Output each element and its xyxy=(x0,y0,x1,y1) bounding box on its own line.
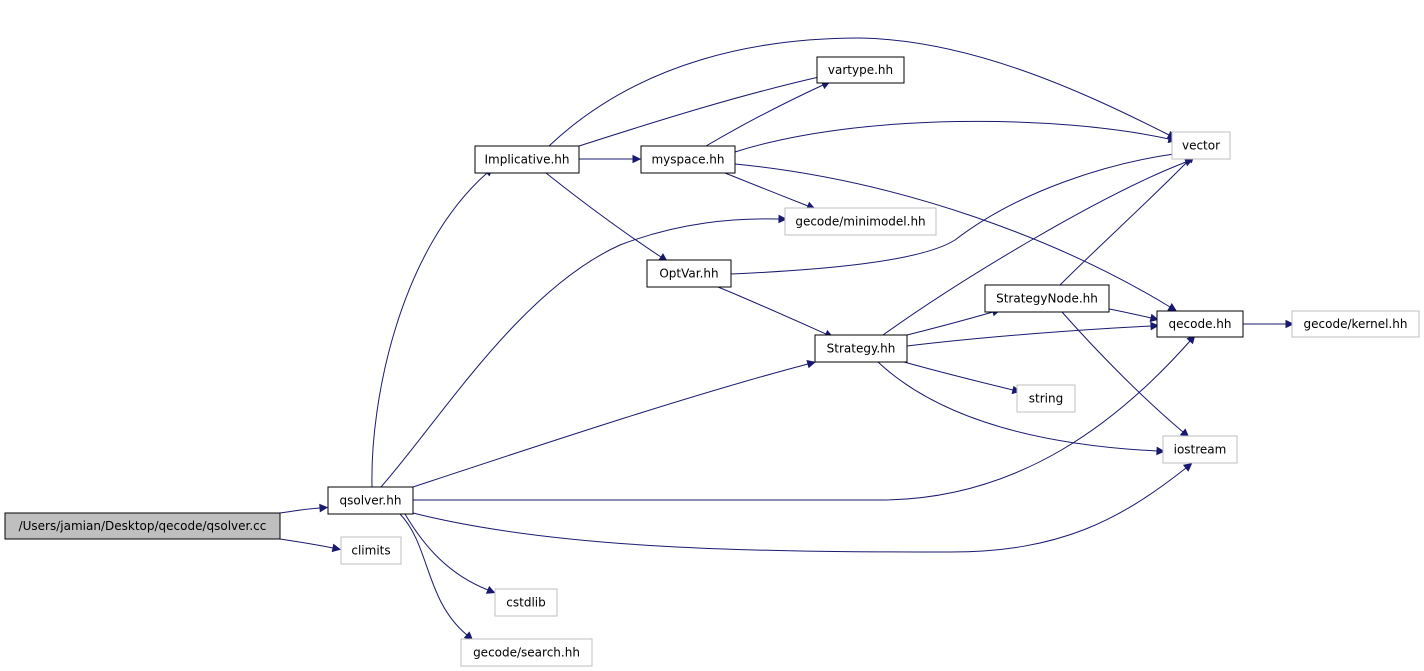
node-gecode-minimodel-label: gecode/minimodel.hh xyxy=(795,215,925,229)
node-optvar[interactable]: OptVar.hh xyxy=(646,259,732,288)
node-gecode-kernel[interactable]: gecode/kernel.hh xyxy=(1291,310,1420,338)
edge-arrowhead xyxy=(485,585,496,594)
edge-root-to-climits xyxy=(279,538,341,553)
edge-myspace-to-vector xyxy=(734,120,1177,153)
node-vector-label: vector xyxy=(1182,139,1220,153)
edge-myspace-to-vartype xyxy=(705,81,831,147)
edge-arrowhead xyxy=(319,503,329,513)
edge-arrowhead xyxy=(632,154,642,164)
edge-implicative-to-vartype xyxy=(578,72,827,147)
edge-strategy-to-iostream xyxy=(877,361,1166,456)
node-climits-label: climits xyxy=(351,544,390,558)
node-myspace[interactable]: myspace.hh xyxy=(640,145,736,174)
edge-implicative-to-optvar xyxy=(545,172,668,262)
node-myspace-label: myspace.hh xyxy=(651,153,724,167)
edge-arrowhead xyxy=(806,359,816,369)
node-qsolver-hh-label: qsolver.hh xyxy=(340,494,402,508)
node-string[interactable]: string xyxy=(1016,384,1076,413)
node-strategy-label: Strategy.hh xyxy=(827,342,896,356)
edge-root-to-qsolver xyxy=(279,503,329,514)
edge-implicative-to-myspace xyxy=(579,154,642,164)
node-iostream-label: iostream xyxy=(1174,443,1227,457)
edge-arrowhead xyxy=(331,543,341,553)
node-qecode[interactable]: qecode.hh xyxy=(1156,310,1244,338)
edge-arrowhead xyxy=(1285,319,1295,329)
edge-myspace-to-qecode xyxy=(734,163,1177,312)
node-vector[interactable]: vector xyxy=(1171,131,1231,160)
node-vartype[interactable]: vartype.hh xyxy=(816,56,905,84)
node-optvar-label: OptVar.hh xyxy=(659,267,718,281)
edge-arrowhead xyxy=(778,214,788,224)
node-strategy[interactable]: Strategy.hh xyxy=(814,334,908,363)
edge-arrowhead xyxy=(1150,321,1160,331)
node-implicative[interactable]: Implicative.hh xyxy=(474,145,580,174)
node-gecode-kernel-label: gecode/kernel.hh xyxy=(1304,317,1408,331)
edge-strategynode-to-vector xyxy=(1059,154,1195,286)
edge-arrowhead xyxy=(1182,462,1193,472)
node-qsolver-cc[interactable]: /Users/jamian/Desktop/qecode/qsolver.cc xyxy=(4,512,281,540)
edge-qsolver-to-implicative xyxy=(371,167,494,488)
edge-arrowhead xyxy=(1167,303,1177,312)
edge-strategy-to-string xyxy=(903,361,1021,395)
node-strategynode-label: StrategyNode.hh xyxy=(996,292,1098,306)
node-cstdlib-label: cstdlib xyxy=(506,596,545,610)
edge-qsolver-to-iostream xyxy=(412,462,1193,553)
node-vartype-label: vartype.hh xyxy=(828,63,893,77)
node-gecode-search[interactable]: gecode/search.hh xyxy=(460,638,593,667)
edge-strategy-to-strategynode xyxy=(906,307,1001,336)
edge-myspace-to-minimodel xyxy=(724,172,816,210)
node-qsolver-cc-label: /Users/jamian/Desktop/qecode/qsolver.cc xyxy=(19,519,267,533)
node-iostream[interactable]: iostream xyxy=(1162,435,1238,464)
edge-qsolver-to-cstdlib xyxy=(404,513,496,594)
node-climits[interactable]: climits xyxy=(340,536,402,565)
nodes-layer: /Users/jamian/Desktop/qecode/qsolver.cc … xyxy=(4,56,1420,667)
edge-strategynode-to-qecode xyxy=(1108,308,1159,323)
edge-qsolver-to-minimodel xyxy=(380,214,788,488)
node-gecode-search-label: gecode/search.hh xyxy=(473,646,580,660)
edge-qsolver-to-qecode xyxy=(413,334,1196,501)
node-string-label: string xyxy=(1029,392,1063,406)
edge-implicative-to-vector xyxy=(548,37,1177,147)
node-qecode-label: qecode.hh xyxy=(1169,317,1232,331)
node-qsolver-hh[interactable]: qsolver.hh xyxy=(327,486,414,515)
node-cstdlib[interactable]: cstdlib xyxy=(494,588,558,617)
edge-arrowhead xyxy=(1156,446,1166,456)
edges-layer xyxy=(279,37,1295,641)
node-strategynode[interactable]: StrategyNode.hh xyxy=(984,284,1110,313)
edge-strategy-to-qecode xyxy=(906,321,1160,347)
node-implicative-label: Implicative.hh xyxy=(484,153,569,167)
edge-qecode-to-kernel xyxy=(1243,319,1295,329)
edge-qsolver-to-strategy xyxy=(412,359,816,488)
node-gecode-minimodel[interactable]: gecode/minimodel.hh xyxy=(784,207,937,236)
edge-optvar-to-strategy xyxy=(717,286,834,338)
edge-arrowhead xyxy=(1149,313,1159,323)
